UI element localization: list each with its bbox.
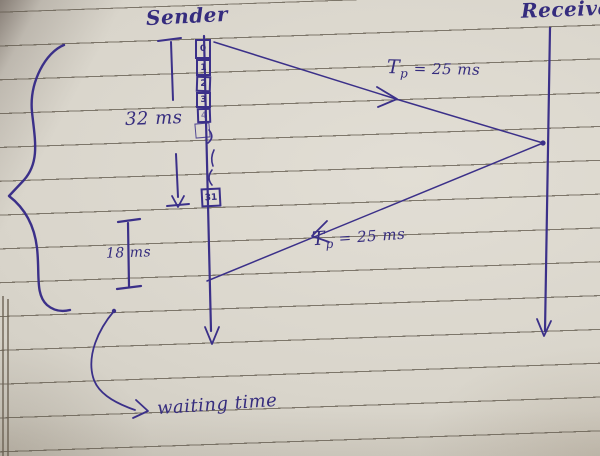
gap-measure-stem [126, 221, 131, 288]
frame-number: 1 [200, 62, 207, 73]
frame-number: 31 [204, 192, 218, 203]
data-frame-line [213, 41, 544, 144]
tx-measure-upper-stem [170, 41, 174, 101]
waiting-arrowhead-icon [132, 399, 149, 419]
frame-box-3: 3 [196, 92, 211, 108]
gap-measure-bottom-bar [115, 284, 143, 291]
waiting-arrow-curve [90, 310, 136, 411]
frame-number: 3 [200, 95, 207, 105]
receiver-timeline-arrowhead-icon [536, 318, 552, 337]
gap-measure-top-bar [116, 217, 142, 224]
page-margin-line [2, 296, 4, 456]
frame-number: 2 [200, 78, 207, 90]
frame-box-4: 4 [196, 107, 212, 124]
window-ellipsis-mark [210, 149, 215, 167]
tx-measure-top-bar [157, 37, 182, 42]
page-margin-line [7, 299, 9, 456]
frame-box-1: 1 [196, 59, 211, 76]
turnaround-vertex-dot [540, 140, 546, 146]
frame-number: 4 [200, 110, 208, 121]
frame-box-0: 0 [195, 39, 211, 59]
frame-box-2: 2 [195, 75, 212, 93]
data-frame-arrowhead-icon [376, 86, 398, 108]
frame-box-31: 31 [200, 187, 222, 208]
tx-measure-arrowhead-icon [171, 195, 185, 208]
sender-timeline [202, 34, 213, 333]
ack-arrowhead-icon [311, 220, 330, 243]
sender-timeline-arrowhead-icon [204, 326, 220, 345]
frame-number: 0 [199, 44, 207, 54]
tx-measure-base-tick [166, 203, 190, 207]
window-ellipsis-mark [207, 129, 213, 144]
window-ellipsis-mark [208, 169, 213, 186]
tx-measure-lower-stem [175, 153, 179, 198]
curly-brace [7, 43, 72, 313]
receiver-timeline [543, 26, 552, 333]
frame-box-empty [194, 122, 211, 139]
ack-line [206, 142, 544, 282]
